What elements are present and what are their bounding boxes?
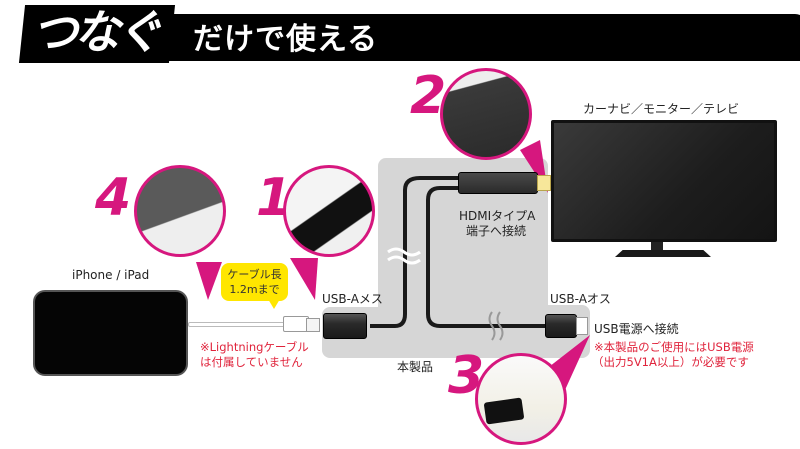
title-small: だけで使える xyxy=(193,22,379,57)
bubble-line1: ケーブル長 xyxy=(227,268,282,281)
step-2-number: 2 xyxy=(410,66,447,126)
cable-length-bubble: ケーブル長 1.2mまで xyxy=(221,263,288,301)
device-label: iPhone / iPad xyxy=(72,268,150,282)
lightning-note-line1: ※Lightningケーブル xyxy=(200,340,309,354)
step-1-number: 1 xyxy=(256,168,293,228)
tv-stand-base xyxy=(615,250,711,257)
usb-power-label: USB電源へ接続 xyxy=(594,322,679,336)
title-large: つなぐ xyxy=(32,5,162,59)
usb-a-female-label: USB-Aメス xyxy=(322,292,383,306)
power-note-line1: ※本製品のご使用にはUSB電源 xyxy=(594,340,754,354)
hdmi-label-line2: 端子へ接続 xyxy=(466,224,527,238)
display-label: カーナビ／モニター／テレビ xyxy=(583,102,740,116)
usb-a-male-connector xyxy=(545,314,577,338)
bubble-tail xyxy=(268,299,280,309)
hdmi-connector xyxy=(458,172,538,194)
step-4-photo xyxy=(134,165,226,257)
power-note-line2: （出力5V1A以上）が必要です xyxy=(592,355,749,369)
step-3-photo xyxy=(475,353,567,445)
usb-a-male-label: USB-Aオス xyxy=(550,292,611,306)
tv-monitor-image xyxy=(551,120,777,242)
step-1-photo xyxy=(283,165,375,257)
lightning-cable-usb-plug xyxy=(283,316,320,332)
step-2-photo xyxy=(440,68,532,160)
lightning-note-line2: は付属していません xyxy=(200,355,303,369)
iphone-image xyxy=(33,290,188,376)
usb-a-female-connector xyxy=(323,313,367,339)
step-4-number: 4 xyxy=(95,168,132,228)
product-label: 本製品 xyxy=(397,360,434,374)
step-3-number: 3 xyxy=(448,346,485,406)
bubble-line2: 1.2mまで xyxy=(229,283,280,296)
hdmi-connector-tip xyxy=(537,175,551,191)
lightning-cable xyxy=(188,322,296,327)
usb-a-male-tip xyxy=(576,317,588,335)
tv-stand-neck xyxy=(651,242,663,251)
hdmi-label-line1: HDMIタイプA xyxy=(459,209,536,223)
